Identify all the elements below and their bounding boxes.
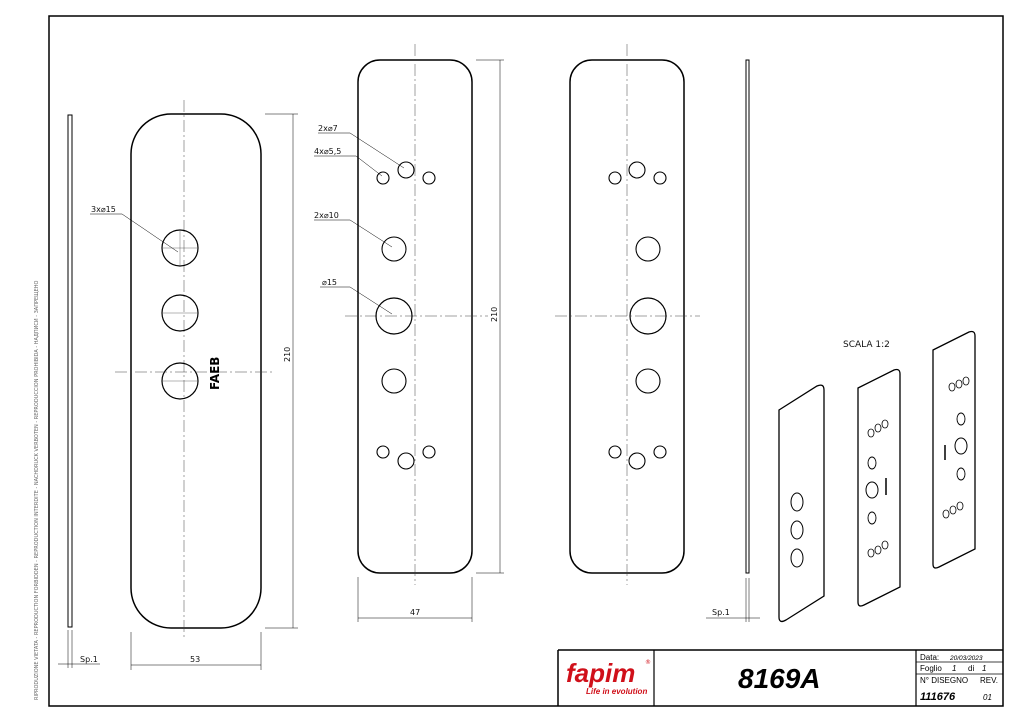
reproduction-notice: RIPRODUZIONE VIETATA - REPRODUCTION FORB…	[34, 280, 40, 700]
sheet-of: di	[968, 664, 974, 673]
svg-text:®: ®	[645, 659, 651, 666]
logo-tagline: Life in evolution	[586, 687, 647, 696]
drawing-code: 8169A	[738, 663, 821, 694]
title-block	[557, 649, 1003, 706]
view2-label-2x7: 2x⌀7	[318, 124, 338, 133]
iso-plate-1	[778, 384, 825, 623]
view1-plate	[90, 100, 298, 670]
sheet-label: Foglio	[920, 664, 942, 673]
date-label: Data:	[920, 653, 939, 662]
sheet-total: 1	[982, 664, 986, 673]
view2-height-dim: 210	[490, 307, 499, 322]
drawing-border	[48, 15, 1004, 707]
drawing-no: 111676	[920, 691, 956, 703]
scale-label: SCALA 1:2	[843, 340, 890, 350]
view2-label-2x10: 2x⌀10	[314, 211, 339, 220]
date-value: 20/03/2023	[949, 655, 983, 662]
view2-plate	[314, 44, 504, 622]
iso-plate-2	[857, 368, 901, 607]
view1-side-profile	[58, 114, 100, 668]
view4-thickness-label: Sp.1	[712, 608, 730, 617]
sheet-value: 1	[952, 664, 956, 673]
view1-thickness-label: Sp.1	[80, 655, 98, 664]
view1-height-dim: 210	[283, 347, 292, 362]
view1-holes-label: 3x⌀15	[91, 205, 116, 214]
drawing-no-label: N° DISEGNO	[920, 676, 968, 685]
view1-engraving: FAEB	[208, 357, 222, 390]
view2-label-4x5-5: 4x⌀5,5	[314, 147, 341, 156]
svg-text:fapim: fapim	[566, 658, 635, 688]
iso-plate-3	[932, 330, 976, 569]
view3-plate	[555, 44, 700, 585]
fapim-logo: fapim ® Life in evolution	[566, 658, 651, 696]
view1-width-dim: 53	[190, 655, 200, 664]
view4-side-profile	[706, 59, 760, 622]
view2-width-dim: 47	[410, 608, 420, 617]
rev-value: 01	[983, 693, 992, 702]
view2-label-15: ⌀15	[322, 278, 337, 287]
rev-label: REV.	[980, 676, 998, 685]
